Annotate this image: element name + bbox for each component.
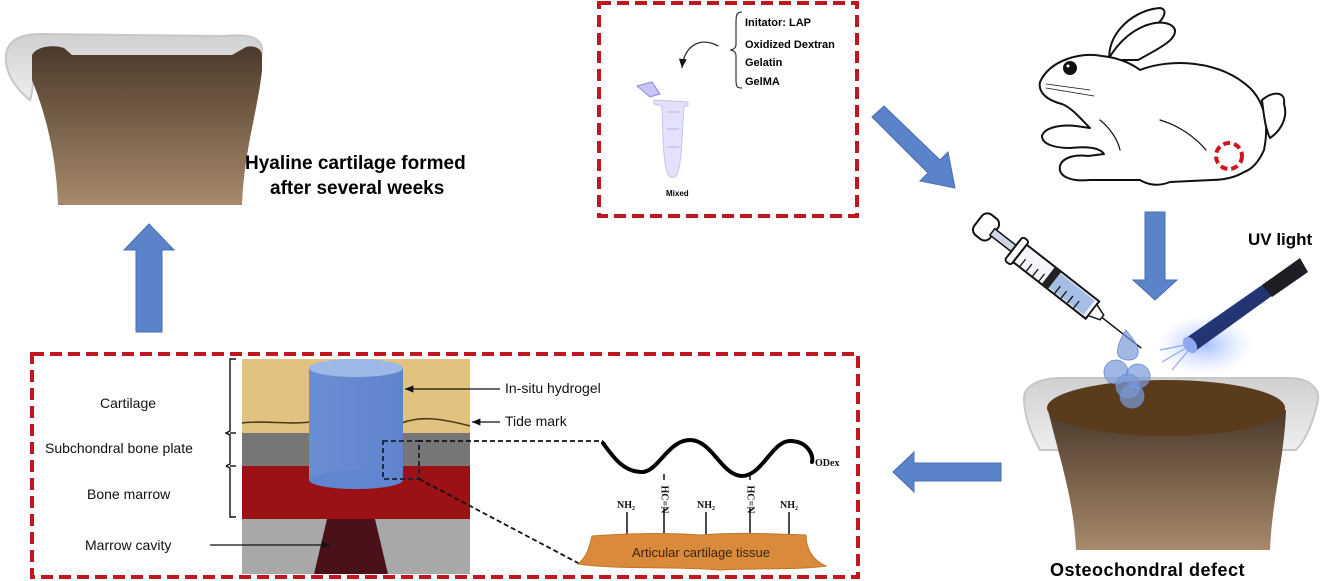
layer-label-marrow-cavity: Marrow cavity [85, 537, 172, 553]
left-arrow [892, 450, 1002, 494]
cross-section-box-border [30, 352, 860, 579]
syringe-icon [971, 212, 1142, 349]
defect-site-marker [1214, 141, 1244, 171]
amine-label-3: NH₂ [780, 500, 798, 511]
component-4: GelMA [745, 76, 780, 88]
articular-cartilage-tissue [576, 532, 828, 571]
odex-polymer-chain [601, 437, 815, 479]
diagonal-arrow [871, 105, 956, 189]
defect-bone-illustration [1022, 377, 1320, 550]
annotation-tide-mark: Tide mark [505, 413, 567, 429]
layer-label-subchondral: Subchondral bone plate [45, 440, 193, 456]
zoom-line-bottom [418, 478, 581, 565]
tissue-label: Articular cartilage tissue [632, 545, 770, 560]
amine-label-2: NH₂ [697, 500, 715, 511]
imine-bond-label-2: HC=N [744, 485, 756, 514]
hydrogel-drops [1103, 329, 1151, 409]
tide-mark-line-right [401, 417, 471, 427]
curved-arrow-icon [678, 41, 719, 69]
tissue-layers [241, 359, 471, 574]
layer-braces [224, 358, 236, 518]
rabbit-illustration [1038, 7, 1287, 186]
hydrogel-cylinder [309, 359, 403, 489]
component-1: Initator: LAP [745, 17, 811, 29]
healed-caption-line1: Hyaline cartilage formed [245, 153, 466, 174]
zoom-region-box [382, 440, 420, 480]
annotation-in-situ-hydrogel: In-situ hydrogel [505, 380, 601, 396]
up-arrow [122, 223, 176, 333]
healed-bone-illustration [4, 32, 264, 205]
tube-label: Mixed [666, 189, 689, 198]
bond-lines [626, 474, 790, 537]
tide-mark-line-left [241, 421, 311, 424]
marrow-cavity-shape [314, 519, 388, 574]
layer-label-cartilage: Cartilage [100, 395, 157, 411]
uv-light-probe-icon [1159, 258, 1308, 371]
amine-label-1: NH₂ [617, 500, 635, 511]
component-brace [729, 11, 743, 89]
imine-bond-label-1: HC=N [658, 485, 670, 514]
down-arrow [1131, 211, 1179, 301]
layer-label-bone-marrow: Bone marrow [87, 486, 171, 502]
odex-label: ODex [815, 458, 840, 469]
component-3: Gelatin [745, 57, 783, 69]
osteochondral-defect-label: Osteochondral defect [1050, 560, 1246, 580]
tube-icon [635, 81, 689, 178]
uv-glow [1157, 315, 1253, 375]
component-2: Oxidized Dextran [745, 39, 835, 51]
uv-light-label: UV light [1248, 230, 1313, 249]
healed-caption-line2: after several weeks [270, 178, 445, 199]
preparation-box-border [597, 1, 859, 218]
